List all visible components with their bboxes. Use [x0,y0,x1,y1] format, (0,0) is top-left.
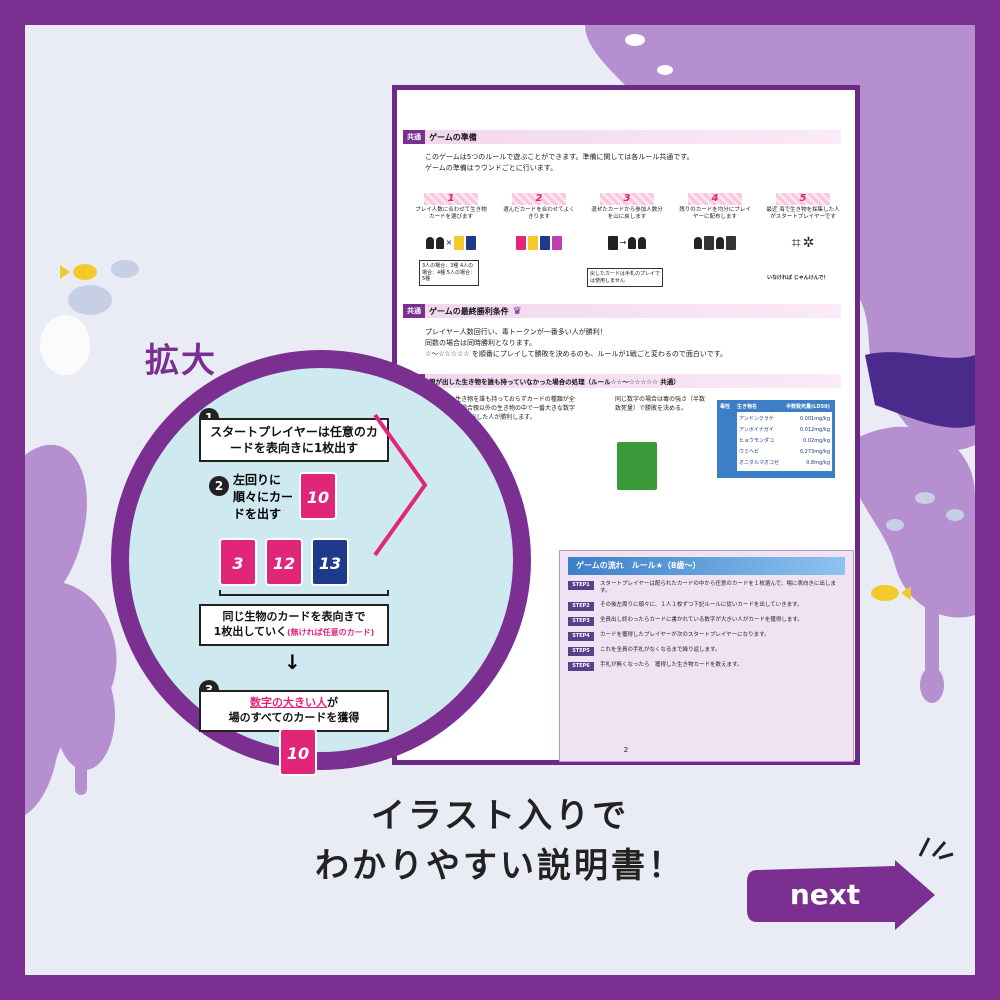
return-cards-illustration: → [596,225,658,261]
prep-step-number: 1 [424,193,478,205]
net-crab-illustration: ⌗✲ [791,232,815,252]
win-line-1: プレイヤー人数回行い、毒トークンが一番多い人が勝利！ [425,328,607,336]
players-cards-row: 3 12 13 [219,538,349,586]
returned-cards-note: 戻したカードは手札のプレイでは使用しません [587,268,663,287]
card-illustration [617,442,657,490]
prep-step-number: 4 [688,193,742,205]
content-frame: 共通 ゲームの準備 このゲームは5つのルールで遊ぶことができます。準備に関しては… [25,25,975,975]
prep-step-text: 選んだカードを合わせてよくきります [503,207,575,221]
prep-line-2: ゲームの準備はラウンドごとに行います。 [425,164,558,172]
zoom-label: 拡大 [145,341,217,381]
player-count-note: 3人の場合：3種 4人の場合：4種 5人の場合：5種 [419,260,479,286]
crown-icon: ♛ [512,305,522,317]
prep-step: 1 プレイ人数に合わせて生き物カードを選びます × [413,193,489,261]
prep-steps: 1 プレイ人数に合わせて生き物カードを選びます × 2 選んだカードを合わせてよ… [413,193,841,261]
win-section-tag: 共通 [407,307,421,315]
arrow-shape-icon [747,860,935,930]
step3-highlight: 数字の大きい人 [250,696,327,709]
same-note: (無ければ任意のカード) [287,627,375,637]
next-button[interactable]: next [745,860,940,930]
table-header: 生き物名 [737,404,758,410]
step1-box: スタートプレイヤーは任意のカードを表向きに1枚出す [199,418,389,463]
prep-section-header: 共通 ゲームの準備 [403,130,841,144]
bottom-card: 10 [279,728,317,776]
same-line-1: 同じ生物のカードを表向きで [222,610,366,623]
paint-splash-background [25,25,975,815]
prep-step-text: 最近 海で生き物を採集した人がスタートプレイヤーです [766,207,840,221]
step3-box: 数字の大きい人が 場のすべてのカードを獲得 [199,690,389,732]
nobody-right-text: 同じ数字の場合は毒の強さ（半数致死量）で勝敗を決める。 [615,396,706,412]
next-label: next [789,878,861,911]
nobody-section-title: 親が出した生き物を誰も持っていなかった場合の処理（ルール☆☆～☆☆☆☆☆ 共通） [429,378,680,386]
chevron-right-icon [373,413,428,557]
nobody-left-text: 親が出した生き物を誰も持っておらずカードの種類が全員バラバラの場合親以外の生き物… [425,396,575,421]
player-card: 13 [311,538,349,586]
prep-section-tag: 共通 [407,133,421,141]
step3-suffix: が [327,696,338,709]
same-line-2: 1枚出していく [213,624,287,638]
prep-step-number: 3 [600,193,654,205]
same-creature-box: 同じ生物のカードを表向きで 1枚出していく(無ければ任意のカード) [199,604,389,646]
prep-step-text: プレイ人数に合わせて生き物カードを選びます [415,207,487,221]
win-line-3: ☆～☆☆☆☆☆ を順番にプレイして勝敗を決めるのも、ルールが1戦ごと変わるので面… [425,350,727,358]
prep-step: 3 混ぜたカードから参加人数分を山に戻します → [589,193,665,261]
prep-step: 5 最近 海で生き物を採集した人がスタートプレイヤーです ⌗✲ [765,193,841,261]
prep-step: 4 残りのカードを均分にプレイヤーに配布します [677,193,753,261]
prep-line-1: このゲームは5つのルールで遊ぶことができます。準備に関しては各ルール共通です。 [425,153,694,161]
player-card: 12 [265,538,303,586]
deal-cards-illustration [684,225,746,261]
shuffle-cards-illustration [508,225,570,261]
table-header: 毒性 [720,404,731,410]
prep-step-number: 5 [776,193,830,205]
caption-line-1: イラスト入りで [370,796,630,836]
step2-text: 左回りに順々にカードを出す [233,473,294,521]
card-top: 10 [299,472,337,520]
zoom-lens: 1 スタートプレイヤーは任意のカードを表向きに1枚出す 2 左回りに順々にカード… [129,368,513,776]
player-card: 3 [219,538,257,586]
prep-step-number: 2 [512,193,566,205]
nobody-section-header: ※ 親が出した生き物を誰も持っていなかった場合の処理（ルール☆☆～☆☆☆☆☆ 共… [403,374,841,388]
win-section-title: ゲームの最終勝利条件 [429,306,509,316]
win-line-2: 同数の場合は同時勝利となります。 [425,339,537,347]
people-cards-illustration: × [420,225,482,261]
down-arrow-icon: ↓ [284,650,301,674]
prep-step-text: 残りのカードを均分にプレイヤーに配布します [679,207,751,221]
prep-step: 2 選んだカードを合わせてよくきります [501,193,577,261]
step3-line-2: 場のすべてのカードを獲得 [228,710,360,724]
win-section-header: 共通 ゲームの最終勝利条件 ♛ [403,304,841,318]
page-number: 2 [623,746,629,754]
caption-line-2: わかりやすい説明書！ [315,846,685,886]
table-header: 半数致死量(LD50) [786,404,830,410]
prep-step-text: 混ぜたカードから参加人数分を山に戻します [591,207,663,221]
sparkle-lines-icon [918,837,954,860]
game-flow-title: ゲームの流れ ルール★（8歳～） [568,557,845,575]
table-edge [219,590,389,596]
janken-note: いなければ じゃんけんで！ [767,275,829,281]
prep-section-title: ゲームの準備 [429,132,477,142]
step-number: 2 [209,476,229,496]
